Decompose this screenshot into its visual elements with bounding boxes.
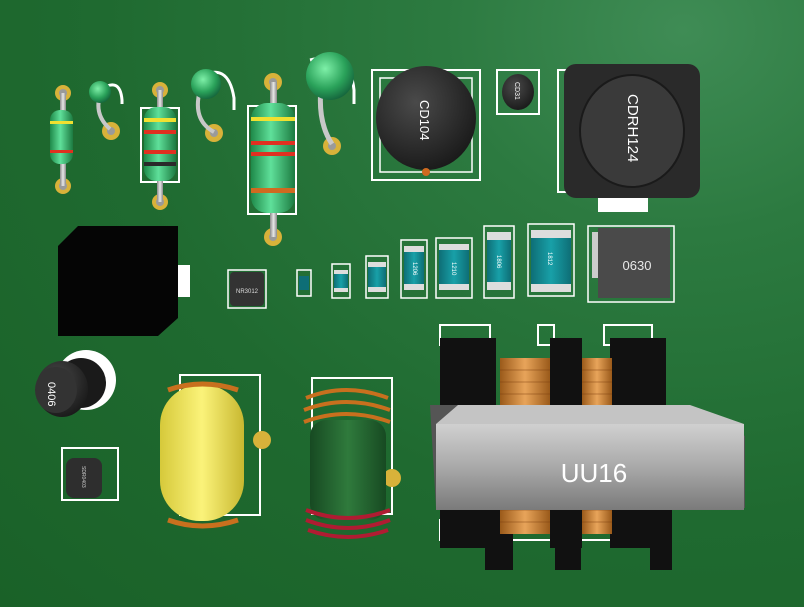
small-smd-inductor: SDR0403	[61, 447, 119, 501]
chip-1812: 1812	[527, 223, 575, 297]
small-smd-label: SDR0403	[80, 466, 86, 488]
drum-inductor-0406: 0406	[35, 350, 116, 417]
nr3012-inductor: NR3012	[227, 269, 267, 309]
axial-resistor-small	[50, 85, 73, 194]
chip-0603	[331, 263, 351, 299]
bead-component-1	[89, 81, 124, 140]
bead-component-3	[306, 52, 356, 155]
chip-1210-label: 1210	[450, 262, 456, 276]
chip-1206-label: 1206	[411, 262, 417, 276]
cd31-inductor: CD31	[496, 69, 540, 115]
drum-0406-label: 0406	[45, 382, 57, 406]
cd104-inductor: CD104	[371, 66, 481, 181]
chip-0402	[296, 269, 312, 297]
chip-1806-label: 1806	[495, 255, 501, 269]
black-smd-package	[58, 226, 190, 336]
chip-1806: 1806	[483, 225, 515, 299]
cd31-label: CD31	[513, 82, 520, 100]
cdrh124-inductor: CDRH124	[557, 64, 700, 212]
chip-1206: 1206	[400, 239, 428, 299]
chip-1812-label: 1812	[546, 252, 552, 266]
axial-resistor-medium	[140, 82, 180, 210]
cdrh124-label: CDRH124	[624, 94, 641, 162]
green-toroid-inductor	[303, 377, 401, 539]
yellow-toroid-inductor	[160, 374, 271, 529]
bead-component-2	[191, 69, 236, 142]
uu16-label: UU16	[561, 458, 627, 488]
cd104-label: CD104	[417, 100, 432, 140]
inductor-0630-label: 0630	[623, 258, 652, 273]
axial-resistor-large	[247, 73, 297, 246]
inductor-0630: 0630	[587, 225, 675, 303]
chip-1210: 1210	[435, 237, 473, 299]
uu16-transformer: UU16	[430, 324, 745, 570]
nr3012-label: NR3012	[236, 289, 259, 295]
chip-0805	[365, 255, 389, 299]
